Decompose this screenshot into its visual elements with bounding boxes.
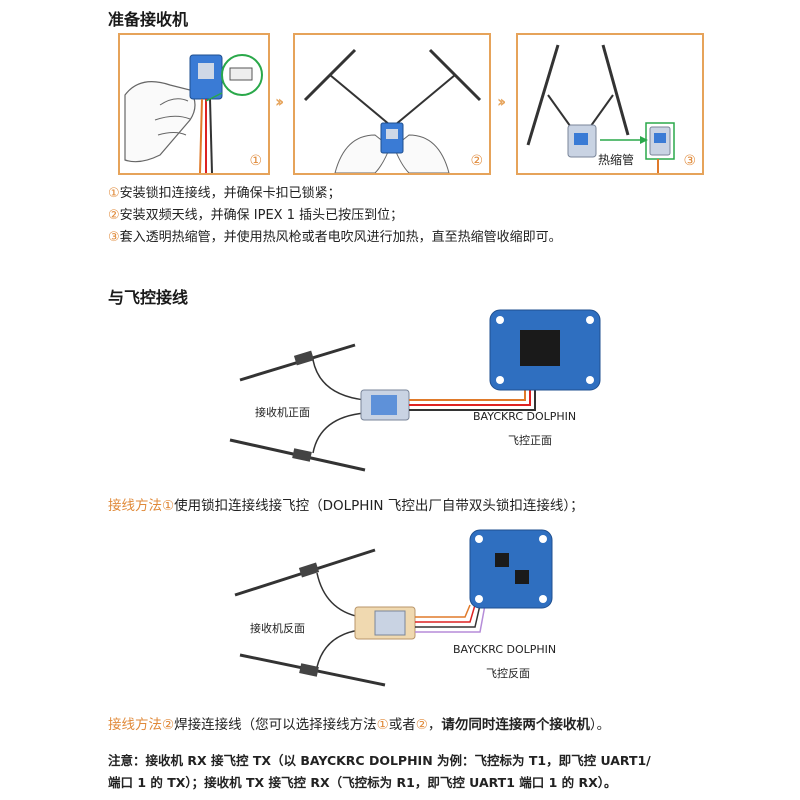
hand-installing-cable-illustration xyxy=(124,54,263,174)
chevron-right-icon: ›› xyxy=(275,92,284,111)
wiring-method-1: 接线方法①使用锁扣连接线接飞控（DOLPHIN 飞控出厂自带双头锁扣连接线）； xyxy=(108,494,584,514)
method-number: ① xyxy=(162,498,175,514)
wiring-note: 注意：接收机 RX 接飞控 TX（以 BAYCKRC DOLPHIN 为例：飞控… xyxy=(108,750,748,794)
step-panel-3-marker: ③ xyxy=(683,153,696,169)
receiver-back-label: 接收机反面 xyxy=(250,622,305,635)
note-line-1: 注意：接收机 RX 接飞控 TX（以 BAYCKRC DOLPHIN 为例：飞控… xyxy=(108,753,651,768)
step-panel-1-marker: ① xyxy=(249,153,262,169)
step-instruction-1: ①安装锁扣连接线，并确保卡扣已锁紧； xyxy=(108,182,341,201)
step-panel-3: 热缩管 ③ xyxy=(516,33,704,175)
step-text: 安装双频天线，并确保 IPEX 1 插头已按压到位； xyxy=(119,208,404,223)
method-text-a: 焊接连接线（您可以选择接线方法 xyxy=(174,717,377,733)
section-title-prepare-receiver: 准备接收机 xyxy=(108,10,189,29)
method-text-b: 或者 xyxy=(388,717,416,733)
step-instruction-3: ③套入透明热缩管，并使用热风枪或者电吹风进行加热，直至热缩管收缩即可。 xyxy=(108,226,562,245)
fc-back-label: 飞控反面 xyxy=(486,667,530,680)
chevron-right-icon: ›› xyxy=(497,92,506,111)
method-number: ② xyxy=(162,717,175,733)
method-ref-1: ① xyxy=(376,717,389,733)
step-text: 套入透明热缩管，并使用热风枪或者电吹风进行加热，直至热缩管收缩即可。 xyxy=(119,230,562,245)
method-warning: 请勿同时连接两个接收机 xyxy=(441,717,590,733)
step-text: 安装锁扣连接线，并确保卡扣已锁紧； xyxy=(119,186,341,201)
wiring-method-2: 接线方法②焊接连接线（您可以选择接线方法①或者②，请勿同时连接两个接收机）。 xyxy=(108,713,610,733)
step-number: ③ xyxy=(108,230,120,245)
step-panel-2-marker: ② xyxy=(470,153,483,169)
step-number: ② xyxy=(108,208,120,223)
fc-front-label: 飞控正面 xyxy=(508,434,552,447)
step-instruction-2: ②安装双频天线，并确保 IPEX 1 插头已按压到位； xyxy=(108,204,403,223)
flight-controller-back xyxy=(469,529,553,609)
section-title-fc-wiring: 与飞控接线 xyxy=(108,288,189,307)
dual-antenna-install-illustration xyxy=(303,48,482,174)
method-ref-2: ② xyxy=(415,717,428,733)
step-panel-2: ② xyxy=(293,33,491,175)
method-text-c: ， xyxy=(427,717,442,733)
method-prefix: 接线方法 xyxy=(108,717,162,733)
step-number: ① xyxy=(108,186,120,201)
note-line-2: 端口 1 的 TX）；接收机 TX 接飞控 RX（飞控标为 R1，即飞控 UAR… xyxy=(108,775,617,790)
fc-name-label: BAYCKRC DOLPHIN xyxy=(453,643,557,656)
step-panel-1: ① xyxy=(118,33,270,175)
receiver-front-label: 接收机正面 xyxy=(255,406,310,419)
method-text-d: ）。 xyxy=(589,717,611,733)
fc-name-label: BAYCKRC DOLPHIN xyxy=(473,410,577,423)
shrink-tube-label: 热缩管 xyxy=(598,153,635,167)
wiring-diagram-back xyxy=(234,529,553,687)
method-prefix: 接线方法 xyxy=(108,498,162,514)
method-text: 使用锁扣连接线接飞控（DOLPHIN 飞控出厂自带双头锁扣连接线）； xyxy=(174,498,584,514)
wiring-diagram-front xyxy=(229,309,601,472)
heat-shrink-tube-illustration xyxy=(526,44,675,173)
